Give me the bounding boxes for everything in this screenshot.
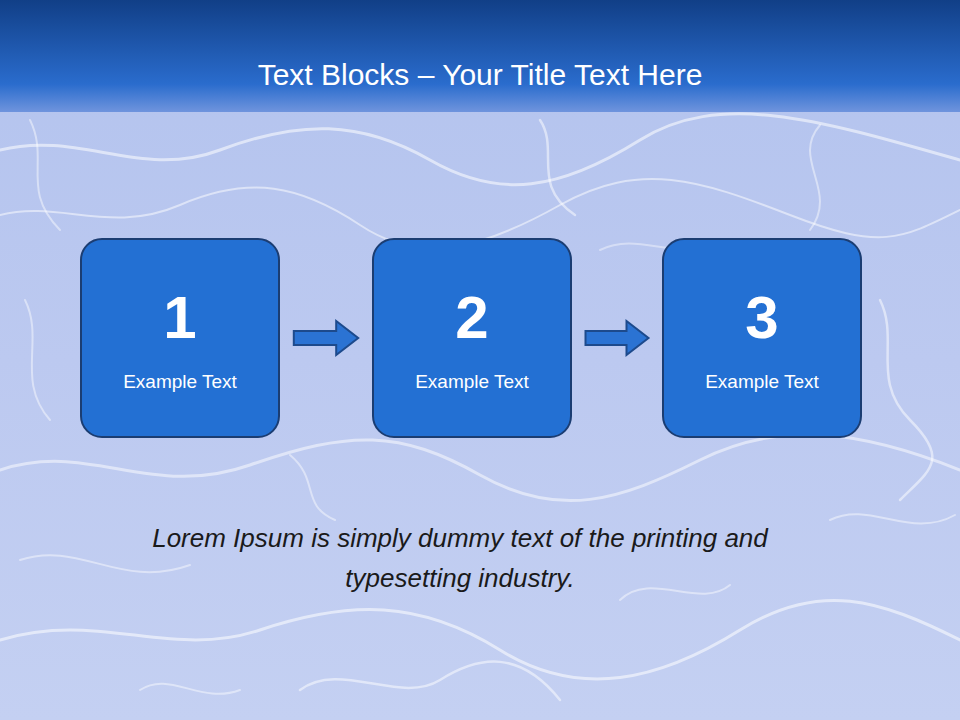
- step-box: 2Example Text: [372, 238, 572, 438]
- step-box: 1Example Text: [80, 238, 280, 438]
- slide-title: Text Blocks – Your Title Text Here: [0, 52, 960, 98]
- step-label: Example Text: [664, 370, 860, 394]
- water-ripples: [0, 114, 960, 700]
- step-label: Example Text: [374, 370, 570, 394]
- block-arrow: [294, 321, 358, 355]
- step-number: 2: [374, 282, 570, 354]
- caption-text: Lorem Ipsum is simply dummy text of the …: [125, 518, 795, 598]
- step-number: 1: [82, 282, 278, 354]
- title-text: Text Blocks – Your Title Text Here: [258, 58, 703, 91]
- block-arrow: [586, 321, 649, 355]
- step-label: Example Text: [82, 370, 278, 394]
- title-bar: [0, 0, 960, 112]
- step-number: 3: [664, 282, 860, 354]
- step-box: 3Example Text: [662, 238, 862, 438]
